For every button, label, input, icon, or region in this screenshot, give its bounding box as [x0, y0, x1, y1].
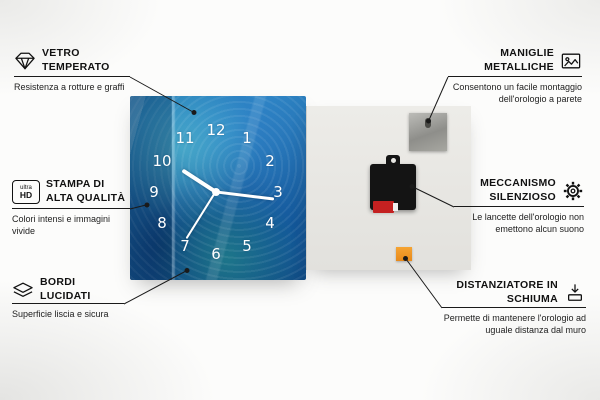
- callout-header: BORDI LUCIDATI: [12, 276, 124, 304]
- callout-header: DISTANZIATORE IN SCHIUMA: [442, 278, 586, 308]
- callout-subtitle: Superficie liscia e sicura: [12, 309, 109, 319]
- ultra-hd-label-bottom: HD: [19, 189, 33, 200]
- clock-number: 7: [180, 237, 190, 255]
- callout-header: MANIGLIE METALLICHE: [448, 46, 582, 77]
- clock-back-view: [306, 106, 471, 270]
- clock-number: 6: [211, 245, 221, 263]
- clock-number: 12: [206, 121, 226, 139]
- clock-number: 9: [149, 183, 159, 201]
- clock-mechanism: [370, 155, 416, 213]
- callout-title: STAMPA DI ALTA QUALITÀ: [46, 178, 126, 204]
- callout-header: MECCANISMO SILENZIOSO: [454, 176, 584, 207]
- callout-subtitle: Colori intensi e immagini vivide: [12, 214, 111, 237]
- diamond-icon: [14, 51, 36, 71]
- callout-header: VETRO TEMPERATO: [14, 46, 130, 77]
- second-hand: [185, 191, 217, 240]
- callout-header: ultra HD STAMPA DI ALTA QUALITÀ: [12, 176, 130, 209]
- callout-title: BORDI LUCIDATI: [40, 275, 91, 302]
- callout-polished-edges: BORDI LUCIDATI Superficie liscia e sicur…: [12, 276, 124, 320]
- callout-title: MANIGLIE METALLICHE: [484, 47, 554, 73]
- clock-number: 4: [265, 214, 275, 232]
- battery-tip: [393, 203, 398, 211]
- callout-subtitle: Consentono un facile montaggio dell'orol…: [452, 82, 582, 105]
- mechanism-hanger: [386, 155, 400, 165]
- polished-edges-icon: [12, 280, 34, 300]
- callout-title: VETRO TEMPERATO: [42, 47, 110, 73]
- hanger-hole: [390, 157, 396, 163]
- clock-front-view: 12 1 2 3 4 5 6 7 8 9 10 11: [130, 96, 306, 280]
- clock-number: 8: [157, 214, 167, 232]
- battery: [373, 201, 398, 213]
- clock-product-photo: 12 1 2 3 4 5 6 7 8 9 10 11: [130, 96, 471, 280]
- ultra-hd-label-top: ultra: [20, 184, 32, 191]
- picture-frame-icon: [560, 51, 582, 71]
- ultra-hd-icon: ultra HD: [12, 180, 40, 204]
- clock-number: 3: [273, 183, 283, 201]
- clock-number: 11: [175, 129, 195, 147]
- clock-number: 2: [265, 152, 275, 170]
- clock-number: 5: [242, 237, 252, 255]
- minute-hand: [215, 190, 274, 201]
- callout-title: MECCANISMO SILENZIOSO: [480, 177, 556, 203]
- callout-title: DISTANZIATORE IN SCHIUMA: [456, 278, 558, 305]
- metal-hanger-plate: [409, 113, 447, 151]
- clock-center-cap: [212, 188, 220, 196]
- callout-print-quality: ultra HD STAMPA DI ALTA QUALITÀ Colori i…: [12, 176, 130, 237]
- callout-subtitle: Permette di mantenere l'orologio ad ugua…: [443, 313, 586, 336]
- hanger-slot: [425, 118, 431, 128]
- foam-spacer: [396, 247, 412, 261]
- callout-subtitle: Resistenza a rotture e graffi: [14, 82, 125, 92]
- gear-icon: [562, 180, 584, 202]
- callout-metal-handles: MANIGLIE METALLICHE Consentono un facile…: [448, 46, 582, 105]
- callout-foam-spacer: DISTANZIATORE IN SCHIUMA Permette di man…: [442, 278, 586, 336]
- clock-number: 1: [242, 129, 252, 147]
- callout-silent-mechanism: MECCANISMO SILENZIOSO Le lancette dell'o…: [454, 176, 584, 235]
- foam-spacer-icon: [564, 283, 586, 303]
- clock-number: 10: [152, 152, 172, 170]
- callout-subtitle: Le lancette dell'orologio non emettono a…: [472, 212, 584, 235]
- callout-tempered-glass: VETRO TEMPERATO Resistenza a rotture e g…: [14, 46, 130, 93]
